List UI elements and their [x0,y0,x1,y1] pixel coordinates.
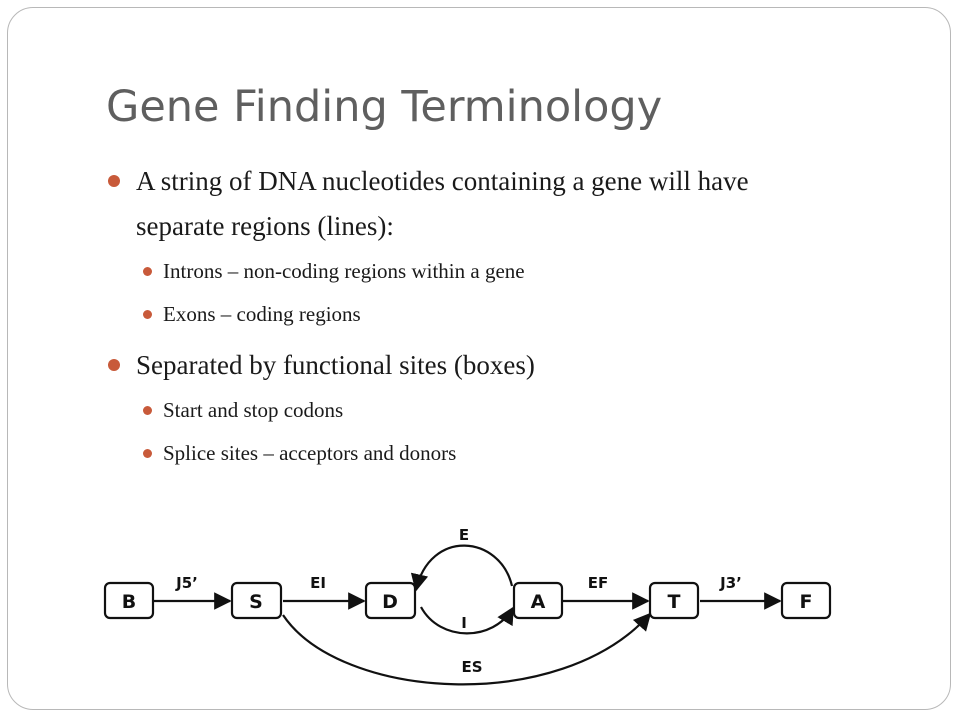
edge-i-loop [420,606,514,635]
node-t-label: T [668,591,681,613]
edge-label-e: E [459,526,469,544]
sub-bullet-text: Splice sites – acceptors and donors [163,441,457,465]
sub-bullet-dot [143,267,152,276]
node-f-label: F [800,591,813,613]
slide-title: Gene Finding Terminology [106,82,663,132]
bullet-text: Separated by functional sites (boxes) [136,350,535,380]
edge-label-ef: EF [588,574,609,592]
node-b-label: B [122,591,136,613]
node-a: A [512,581,564,620]
node-f: F [780,581,832,620]
sub-bullet-text: Introns – non-coding regions within a ge… [163,259,525,283]
edge-es-curve [282,612,652,686]
node-a-label: A [531,591,546,613]
edge-e-loop [410,544,514,592]
edge-label-j5: J5’ [175,574,198,592]
edge-label-j3: J3’ [719,574,742,592]
node-t: T [648,581,700,620]
edge-label-ei: EI [310,574,326,592]
sub-bullet-text: Start and stop codons [163,398,344,422]
node-s-label: S [249,591,263,613]
node-d: D [364,581,417,620]
bullet-text-continued: separate regions (lines): [136,211,394,241]
sub-bullet-text: Exons – coding regions [163,302,361,326]
edge-label-i: I [461,614,467,632]
bullet-text: A string of DNA nucleotides containing a… [136,166,749,196]
node-d-label: D [382,591,398,613]
sub-bullet-dot [143,310,152,319]
bullet-dot [108,359,120,371]
sub-bullet-dot [143,406,152,415]
bullet-dot [108,175,120,187]
node-b: B [103,581,155,620]
edge-label-es: ES [461,658,482,676]
sub-bullet-dot [143,449,152,458]
node-s: S [230,581,283,620]
